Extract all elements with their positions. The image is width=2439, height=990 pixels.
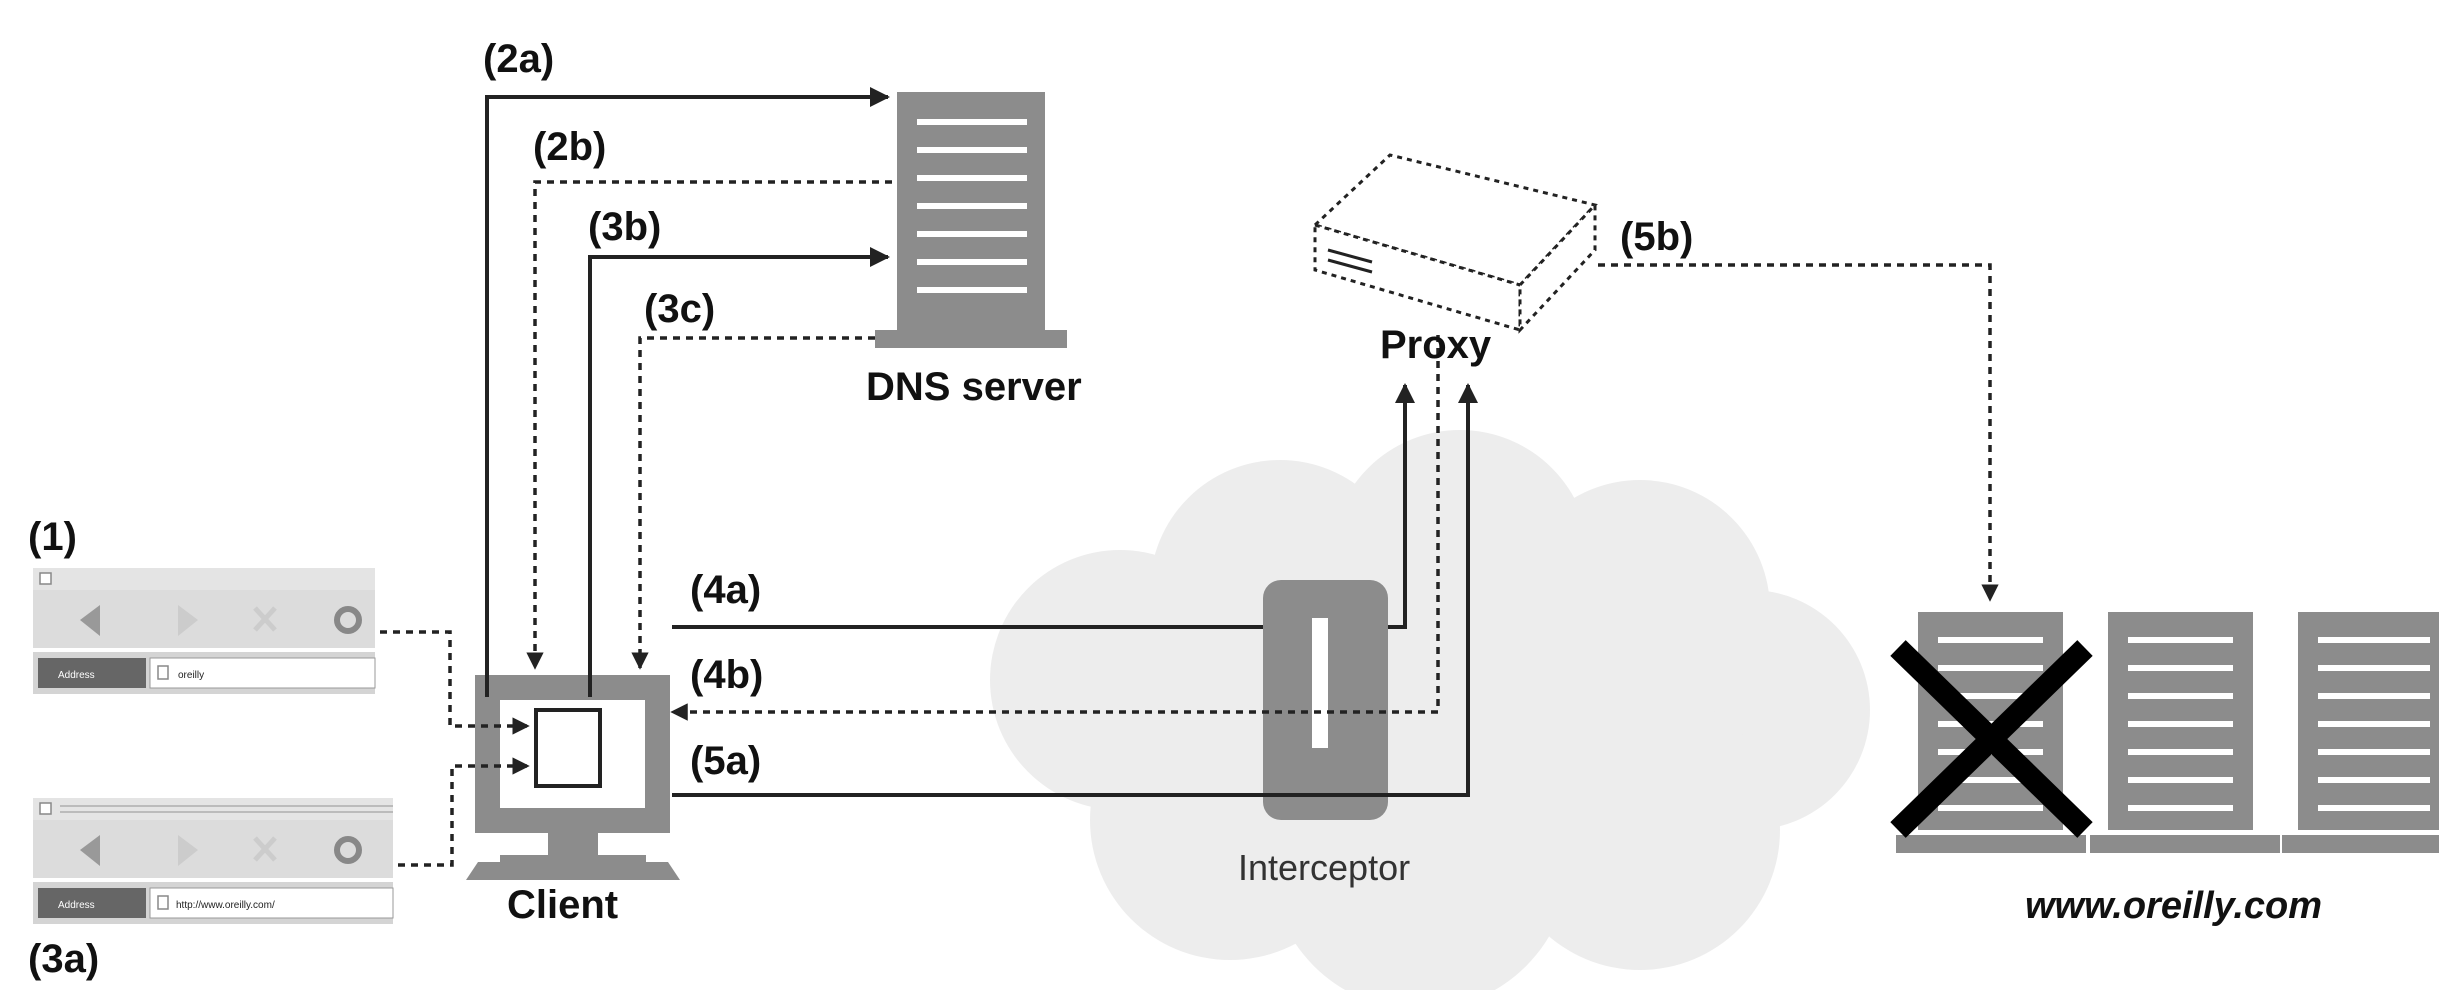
back-icon[interactable] (80, 835, 100, 866)
dns-server-label: DNS server (866, 365, 1082, 409)
arrow-browser-2 (398, 757, 530, 867)
arrow-2a (485, 87, 890, 697)
url-input[interactable]: http://www.oreilly.com/ (176, 900, 275, 911)
browser-window-2: Address http://www.oreilly.com/ (33, 798, 394, 924)
dns-server-icon (875, 92, 1067, 348)
client-label: Client (507, 883, 618, 927)
label-2a: (2a) (483, 37, 554, 81)
label-5b: (5b) (1620, 215, 1693, 259)
label-3a: (3a) (28, 937, 99, 981)
forward-icon[interactable] (178, 605, 198, 636)
label-1: (1) (28, 515, 77, 559)
label-4a: (4a) (690, 568, 761, 612)
back-icon[interactable] (80, 605, 100, 636)
reload-icon[interactable] (334, 606, 362, 634)
label-5a: (5a) (690, 739, 761, 783)
arrow-2b (526, 180, 892, 670)
interceptor-icon (1263, 580, 1388, 820)
forward-icon[interactable] (178, 835, 198, 866)
arrow-5a (672, 383, 1478, 797)
label-4b: (4b) (690, 653, 763, 697)
label-3c: (3c) (644, 287, 715, 331)
arrow-3c (631, 336, 875, 670)
arrow-browser-1 (380, 630, 530, 735)
label-3b: (3b) (588, 205, 661, 249)
address-label: Address (58, 900, 95, 911)
interceptor-label: Interceptor (1238, 847, 1410, 888)
arrow-4a-proxy (1388, 383, 1415, 629)
reload-icon[interactable] (334, 836, 362, 864)
network-cloud (990, 430, 1870, 990)
connectors (380, 87, 1999, 867)
arrow-3b (588, 247, 890, 697)
web-server-2-icon (2090, 612, 2280, 853)
stop-icon[interactable] (253, 606, 277, 632)
label-2b: (2b) (533, 125, 606, 169)
server-down-x-icon (1890, 640, 2093, 838)
arrow-5b (1598, 263, 1999, 602)
arrow-4b (670, 335, 1440, 721)
browser-window-1: Address oreilly (33, 568, 376, 694)
stop-icon[interactable] (253, 836, 277, 862)
website-label: www.oreilly.com (2025, 885, 2322, 927)
address-label: Address (58, 670, 95, 681)
url-input[interactable]: oreilly (178, 670, 204, 681)
proxy-label: Proxy (1380, 323, 1492, 367)
client-computer-icon (466, 675, 680, 880)
proxy-icon (1312, 153, 1598, 334)
web-server-3-icon (2282, 612, 2439, 853)
